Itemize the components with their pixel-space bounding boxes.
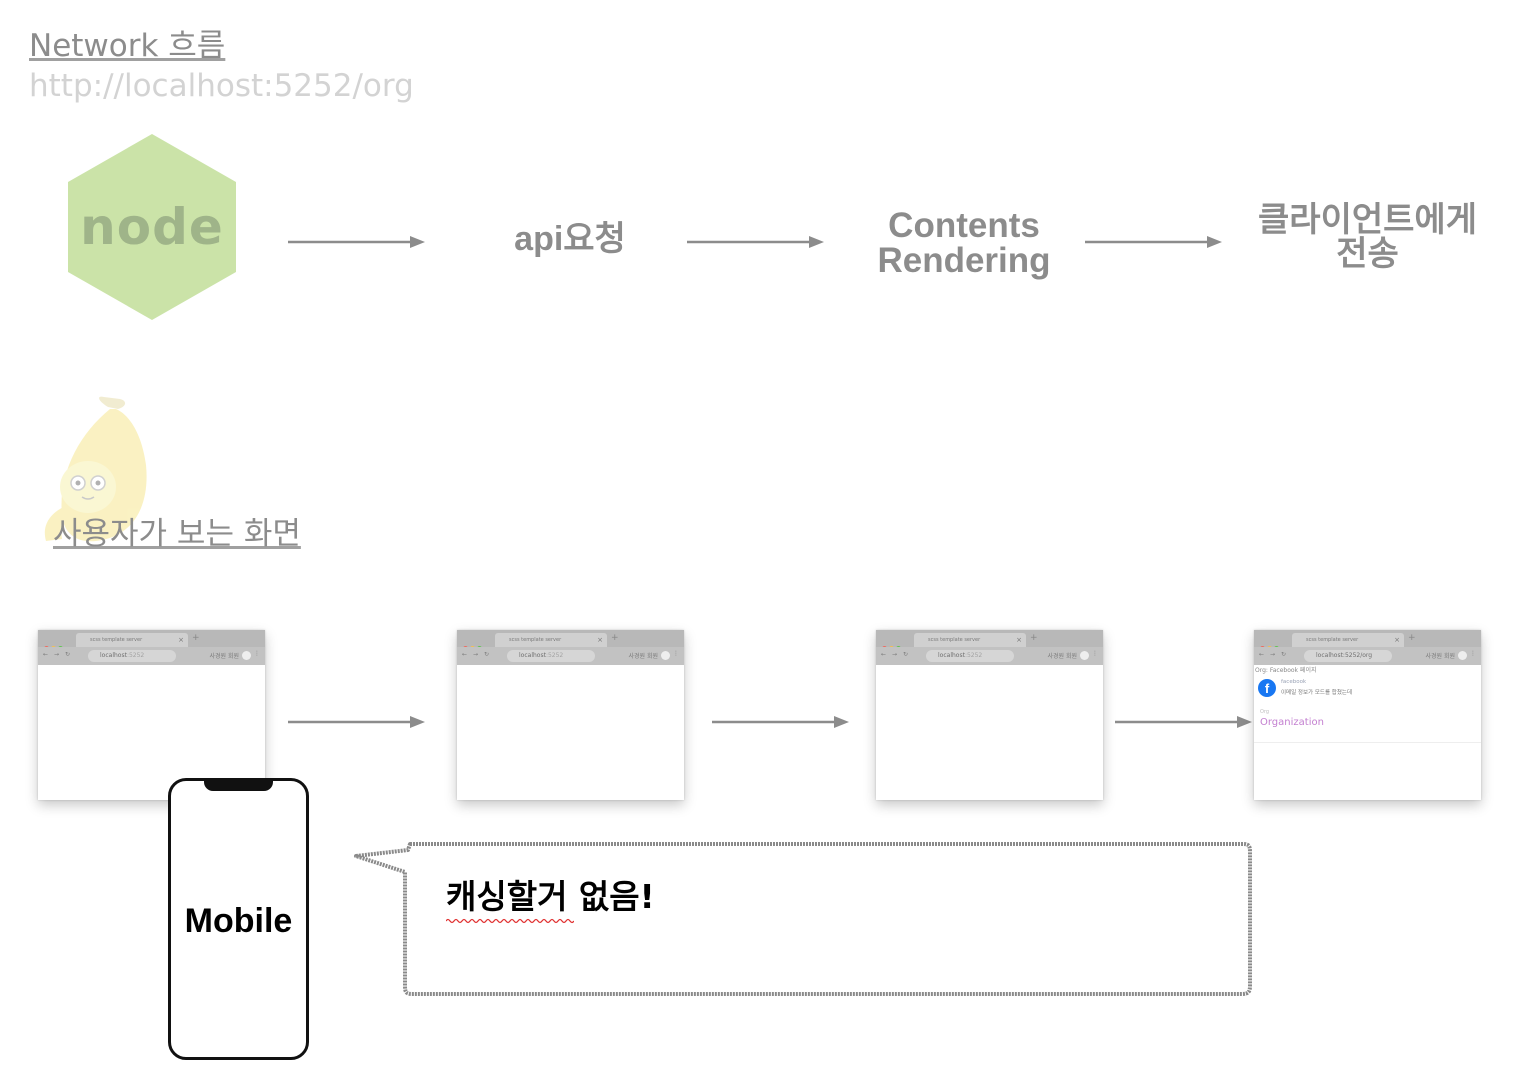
tab-close-icon[interactable]: ×	[1394, 636, 1400, 644]
tab-close-icon[interactable]: ×	[1016, 636, 1022, 644]
mobile-phone: Mobile	[168, 778, 309, 1060]
page-url: http://localhost:5252/org	[29, 68, 414, 104]
url-input[interactable]: localhost:5252/org	[1304, 650, 1392, 662]
browser-address-bar: ←→↻ localhost:5252 사경원 회원 ⋮	[38, 647, 265, 665]
browser-tab[interactable]: scss template server×	[495, 633, 607, 647]
avatar[interactable]	[1080, 651, 1089, 660]
blank-page-content	[876, 665, 1103, 800]
organization-heading: Organization	[1260, 717, 1324, 728]
browser-window-2: scss template server× + ←→↻ localhost:52…	[457, 630, 684, 800]
browser-address-bar: ←→↻ localhost:5252/org 사경원 회원 ⋮	[1254, 647, 1481, 665]
nav-buttons-icon[interactable]: ←→↻	[881, 651, 915, 658]
section-label: Org	[1260, 709, 1270, 715]
browser-tab[interactable]: scss template server×	[914, 633, 1026, 647]
nav-buttons-icon[interactable]: ←→↻	[43, 651, 77, 658]
divider	[1254, 742, 1481, 743]
user-screens-title: 사용자가 보는 화면	[53, 516, 301, 552]
browser-window-1: scss template server× + ←→↻ localhost:52…	[38, 630, 265, 800]
flow-step-api-request: api요청	[514, 220, 626, 258]
profile-label[interactable]: 사경원 회원	[1047, 653, 1077, 660]
tab-close-icon[interactable]: ×	[597, 636, 603, 644]
new-tab-icon[interactable]: +	[192, 633, 200, 643]
browser-window-4: scss template server× + ←→↻ localhost:52…	[1254, 630, 1481, 800]
tab-close-icon[interactable]: ×	[178, 636, 184, 644]
browser-tab-bar: scss template server× +	[1254, 630, 1481, 651]
flow-step-client-line1: 클라이언트에게	[1258, 201, 1477, 239]
nav-buttons-icon[interactable]: ←→↻	[1259, 651, 1293, 658]
browser-window-3: scss template server× + ←→↻ localhost:52…	[876, 630, 1103, 800]
more-menu-icon[interactable]: ⋮	[254, 650, 260, 657]
org-item-description: 이메일 정보가 모드를 합쳤는데	[1281, 690, 1353, 696]
facebook-icon: f	[1258, 679, 1276, 697]
new-tab-icon[interactable]: +	[611, 633, 619, 643]
avatar[interactable]	[242, 651, 251, 660]
breadcrumb: Org: Facebook 페이지	[1255, 667, 1317, 674]
more-menu-icon[interactable]: ⋮	[1092, 650, 1098, 657]
profile-label[interactable]: 사경원 회원	[209, 653, 239, 660]
nodejs-logo-icon: node	[68, 134, 236, 320]
browser-tab-bar: scss template server× +	[876, 630, 1103, 651]
profile-label[interactable]: 사경원 회원	[628, 653, 658, 660]
flow-arrow-2	[687, 235, 825, 249]
no-cache-message: 캐싱할거 없음!	[446, 870, 655, 924]
browser-tab-bar: scss template server× +	[457, 630, 684, 651]
flow-step-send-to-client: 클라이언트에게 전송	[1235, 203, 1500, 271]
avatar[interactable]	[661, 651, 670, 660]
phone-notch	[204, 778, 273, 791]
more-menu-icon[interactable]: ⋮	[1470, 650, 1476, 657]
spellcheck-underline	[446, 918, 574, 924]
screen-arrow-2	[712, 715, 850, 729]
url-input[interactable]: localhost:5252	[926, 650, 1014, 662]
flow-step-render-line1: Contents	[888, 206, 1040, 245]
browser-tab-bar: scss template server× +	[38, 630, 265, 651]
browser-tab[interactable]: scss template server×	[1292, 633, 1404, 647]
rendered-page-content: Org: Facebook 페이지 f facebook 이메일 정보가 모드를…	[1254, 665, 1481, 800]
page-title: Network 흐름	[29, 28, 226, 64]
speech-callout	[354, 842, 1252, 996]
browser-address-bar: ←→↻ localhost:5252 사경원 회원 ⋮	[876, 647, 1103, 665]
flow-step-render-line2: Rendering	[877, 241, 1051, 280]
mobile-label: Mobile	[184, 902, 293, 940]
flow-step-client-line2: 전송	[1336, 235, 1399, 273]
screen-arrow-3	[1115, 715, 1253, 729]
browser-address-bar: ←→↻ localhost:5252 사경원 회원 ⋮	[457, 647, 684, 665]
banana-mascot-icon	[44, 396, 147, 542]
flow-step-contents-rendering: Contents Rendering	[844, 208, 1084, 278]
url-input[interactable]: localhost:5252	[88, 650, 176, 662]
screen-arrow-1	[288, 715, 426, 729]
new-tab-icon[interactable]: +	[1408, 633, 1416, 643]
more-menu-icon[interactable]: ⋮	[673, 650, 679, 657]
flow-arrow-3	[1085, 235, 1223, 249]
node-logo-text: node	[80, 198, 224, 256]
browser-tab[interactable]: scss template server×	[76, 633, 188, 647]
avatar[interactable]	[1458, 651, 1467, 660]
new-tab-icon[interactable]: +	[1030, 633, 1038, 643]
flow-arrow-1	[288, 235, 426, 249]
blank-page-content	[38, 665, 265, 800]
url-input[interactable]: localhost:5252	[507, 650, 595, 662]
profile-label[interactable]: 사경원 회원	[1425, 653, 1455, 660]
blank-page-content	[457, 665, 684, 800]
org-item-name[interactable]: facebook	[1281, 679, 1307, 685]
nav-buttons-icon[interactable]: ←→↻	[462, 651, 496, 658]
